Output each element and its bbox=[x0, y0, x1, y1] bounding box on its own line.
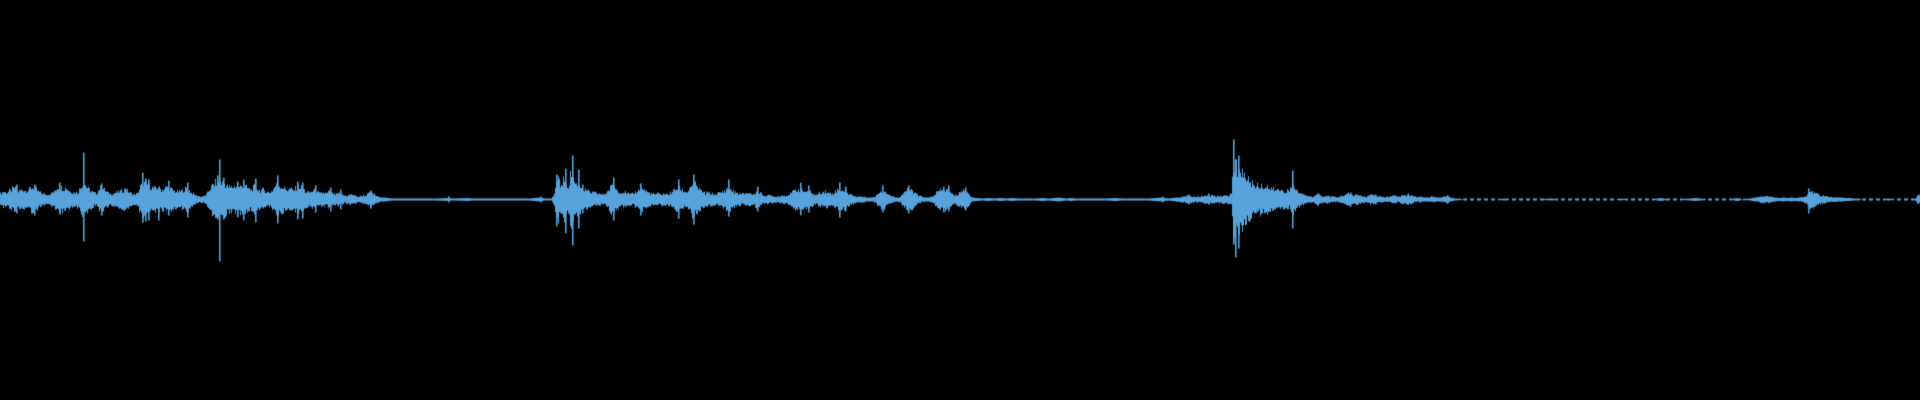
waveform-viewer bbox=[0, 0, 1920, 400]
audio-waveform-canvas bbox=[0, 0, 1920, 400]
